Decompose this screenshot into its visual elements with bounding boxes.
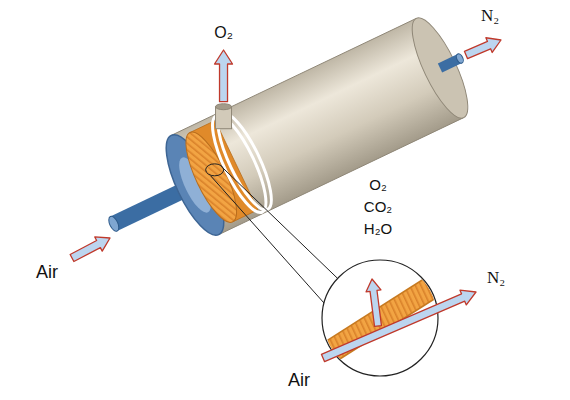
inlet-label: Air bbox=[288, 370, 310, 391]
flow-arrow bbox=[464, 38, 501, 59]
flow-arrow bbox=[366, 279, 381, 326]
inlet-pipe-end bbox=[107, 215, 121, 233]
outlet-pipe-end bbox=[455, 53, 465, 65]
gas-label: O₂ bbox=[369, 176, 387, 193]
leader-line bbox=[211, 176, 324, 303]
permeate-pipe-top bbox=[216, 104, 232, 110]
flow-arrow bbox=[215, 50, 233, 102]
housing-end-cap bbox=[402, 11, 478, 124]
outlet-label: O₂ bbox=[214, 24, 233, 42]
gas-label: H₂O bbox=[364, 220, 392, 237]
leader-line bbox=[221, 166, 338, 279]
outlet-label: N₂ bbox=[487, 268, 505, 288]
inlet-label: Air bbox=[36, 262, 58, 283]
flow-arrow bbox=[321, 290, 476, 361]
flow-arrow bbox=[70, 237, 110, 262]
seal-ring bbox=[208, 107, 281, 216]
outlet-label: N₂ bbox=[481, 6, 499, 26]
gas-label: CO₂ bbox=[364, 198, 392, 215]
